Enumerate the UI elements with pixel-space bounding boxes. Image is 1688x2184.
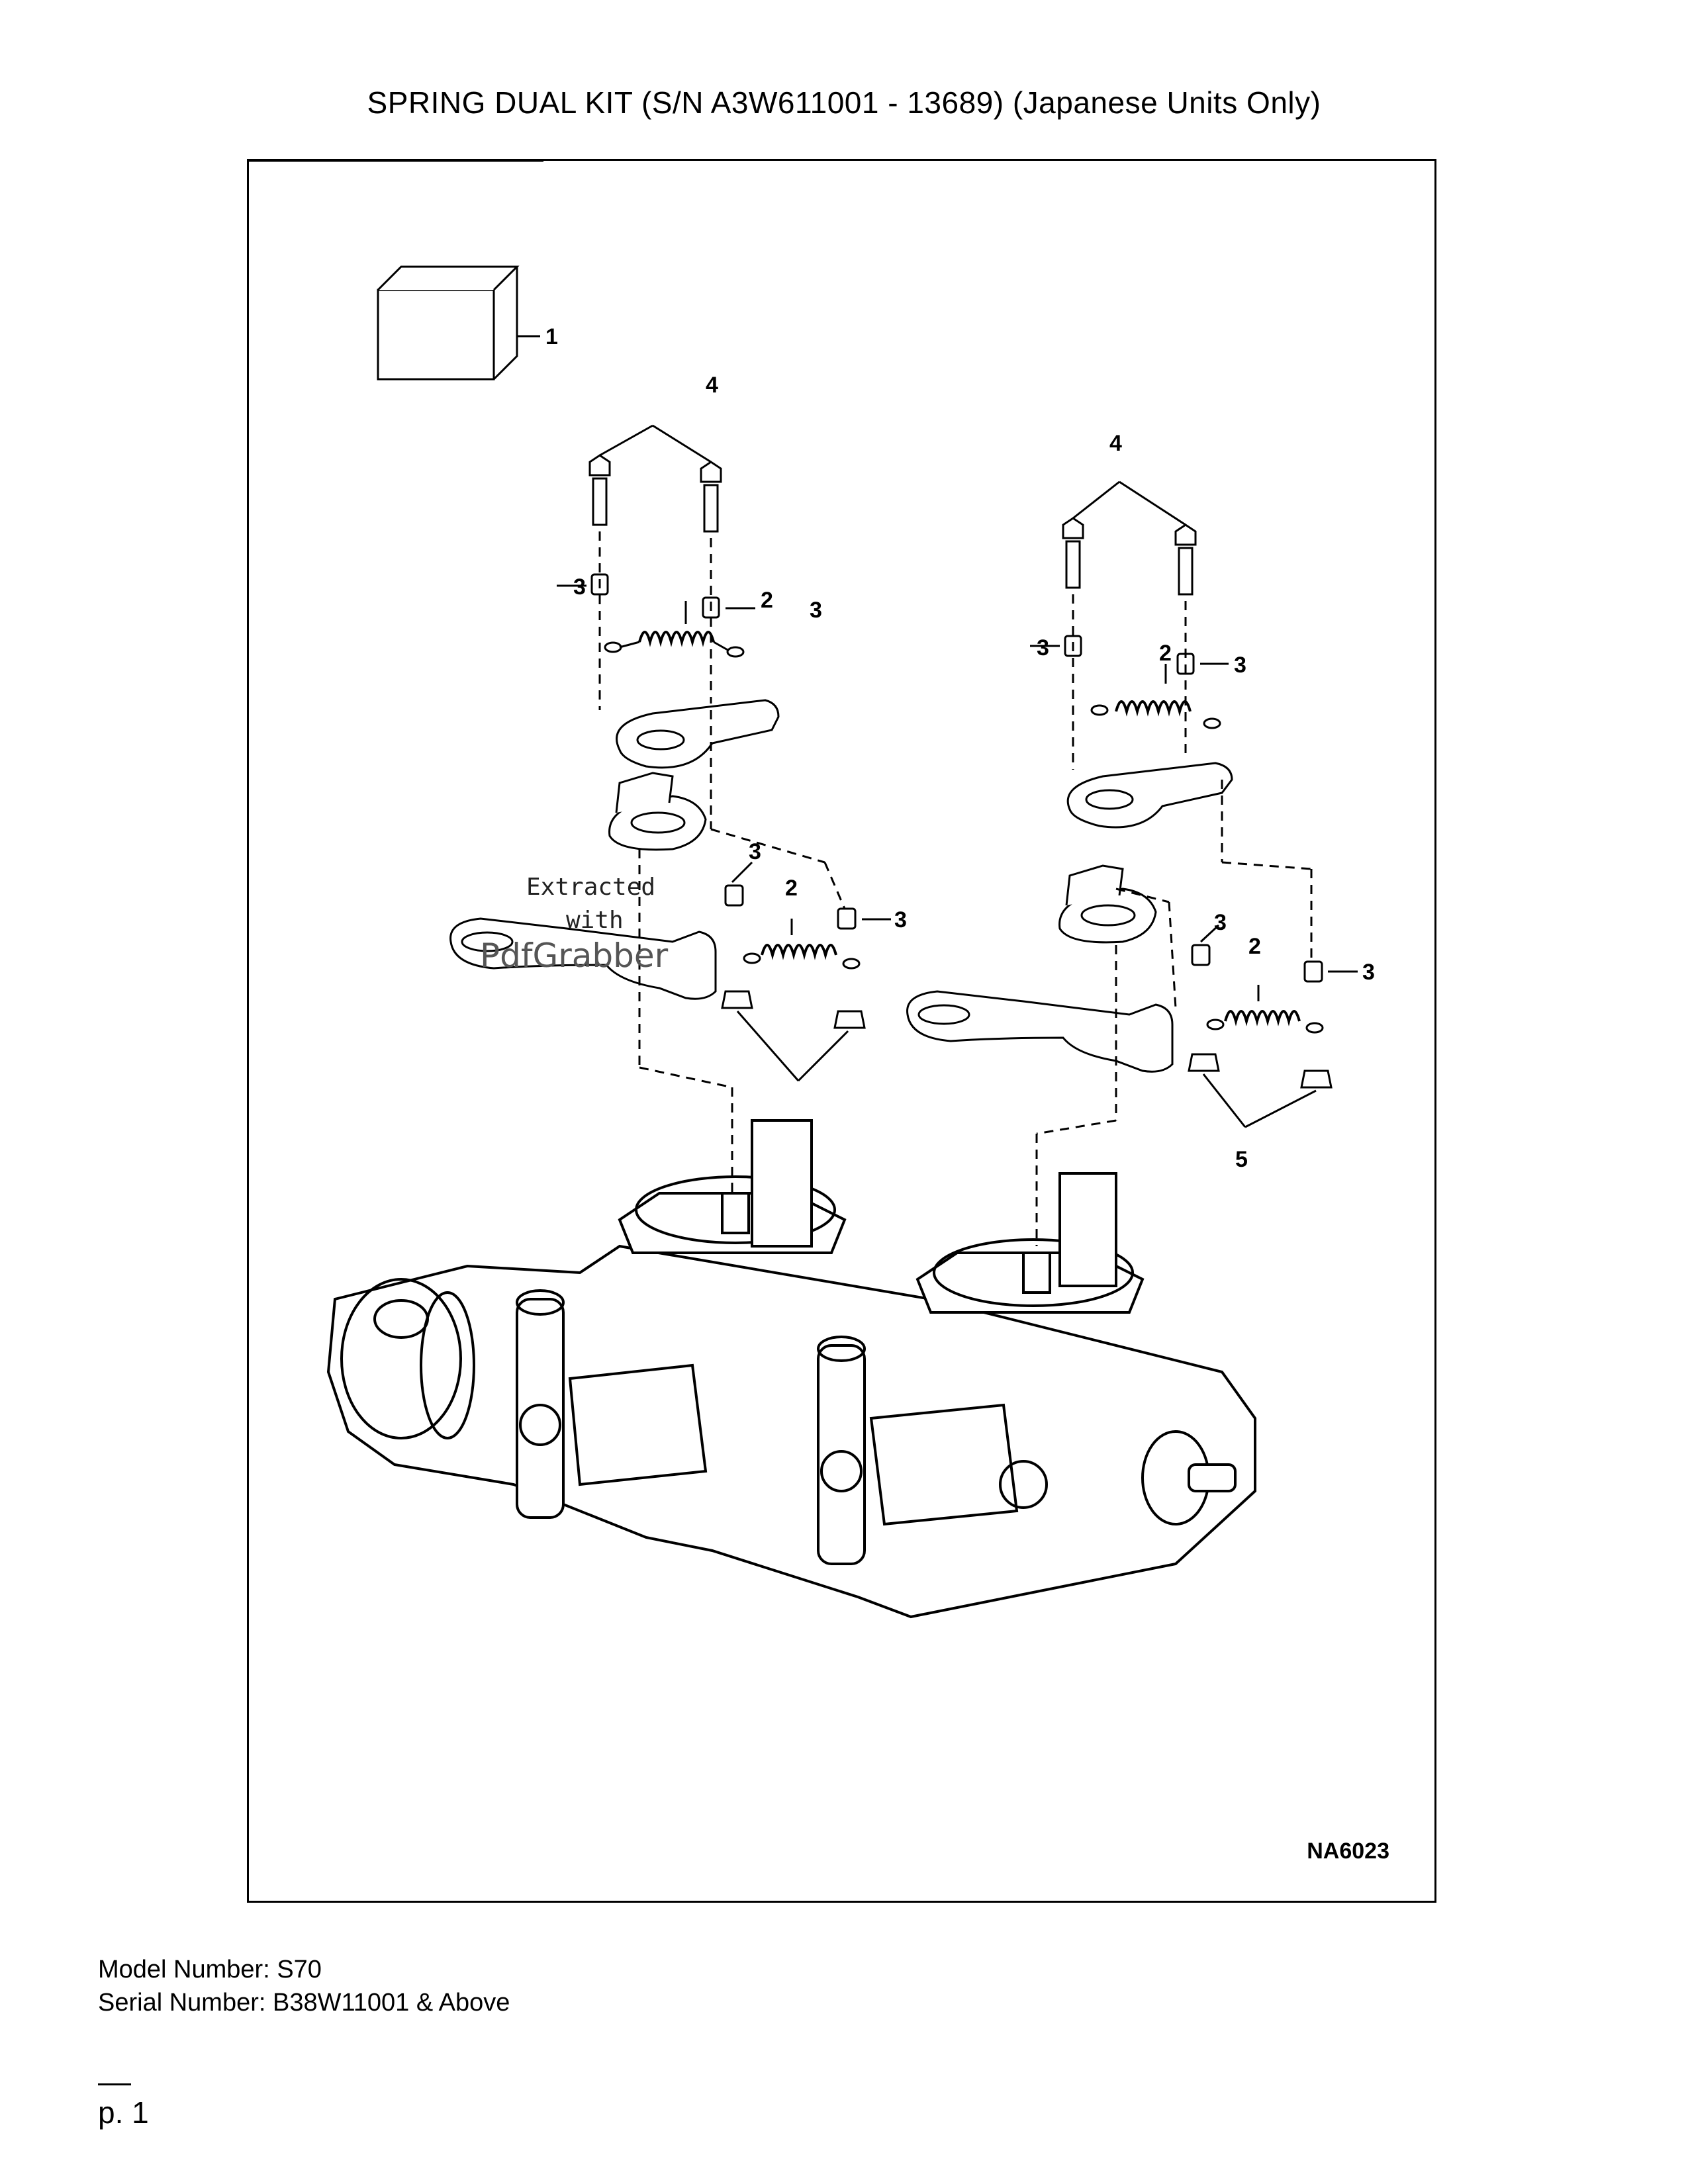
steering-arm-left [449,917,717,1000]
callout-spacer-ll-b: 3 [894,907,907,933]
callout-spacer-ul-a: 3 [573,574,586,600]
arm-plate-upper-right [1066,762,1233,829]
exploded-parts-diagram: 1 4 3 2 3 3 2 3 4 3 2 3 3 2 3 5 [249,161,1375,1619]
callout-spacer-ur-a: 3 [1037,635,1049,660]
kit-box-illustration [377,265,540,381]
arm-plate-upper-left [616,699,780,769]
callout-kit: 1 [545,324,558,349]
callout-spring-lr: 2 [1248,934,1261,959]
spring-lower-left [761,944,837,960]
steering-arm-right [906,990,1174,1073]
serial-number: Serial Number: B38W11001 & Above [98,1989,510,2017]
spring-upper-left [604,601,745,658]
page-title: SPRING DUAL KIT (S/N A3W611001 - 13689) … [367,85,1321,120]
callout-spacer-ur-b: 3 [1234,653,1246,678]
spring-lower-right [1224,1010,1301,1026]
page-number: p. 1 [98,2095,149,2130]
hydrostatic-pump-assembly [326,1119,1256,1619]
callout-spacer-ul-b: 3 [810,598,822,623]
flange-nut-left-a [721,990,753,1009]
callout-bolt-right: 4 [1109,431,1122,456]
callout-nut-right: 5 [1235,1147,1248,1172]
callout-spacer-ll-a: 3 [749,839,761,864]
callout-spring-ll: 2 [785,876,798,901]
page-number-rule [98,2083,131,2085]
callout-spring-ul: 2 [761,588,773,613]
model-number: Model Number: S70 [98,1956,322,1983]
callout-spacer-lr-b: 3 [1362,960,1375,985]
callout-spring-ur: 2 [1159,641,1172,666]
callout-bolt-left: 4 [706,373,718,398]
flange-nut-left-b [833,1010,866,1029]
spring-upper-right [1115,700,1192,717]
bolt-left-pair [249,161,722,533]
callout-spacer-lr-a: 3 [1214,910,1227,935]
watermark-line-2: with [566,907,624,934]
watermark-line-3: PdfGrabber [480,936,669,975]
watermark-line-1: Extracted [526,874,656,901]
parts-diagram-frame: 1 4 3 2 3 3 2 3 4 3 2 3 3 2 3 5 NA6023 [247,159,1436,1903]
drawing-code: NA6023 [1307,1839,1389,1864]
